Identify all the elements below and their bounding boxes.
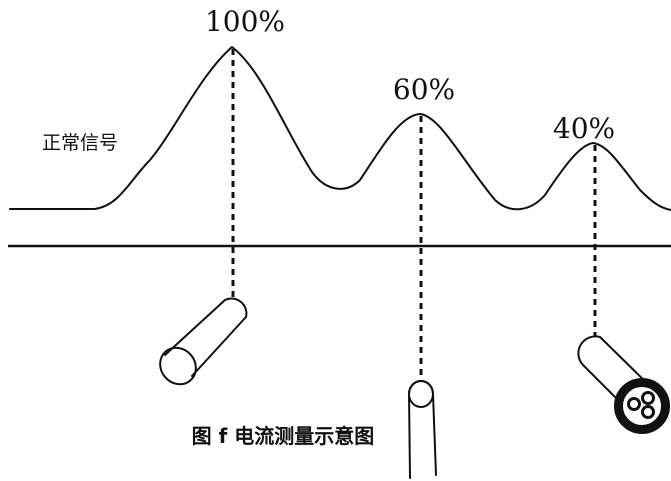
peak-label-40: 40% [553, 112, 615, 145]
peak-label-100: 100% [205, 5, 285, 38]
normal-signal-label: 正常信号 [42, 132, 118, 154]
cable-single-conductor-icon [159, 297, 248, 386]
cable-three-core-icon [577, 335, 670, 434]
figure-caption: 图 f 电流测量示意图 [192, 424, 375, 448]
cable-two-conductor-icon [408, 380, 437, 479]
signal-waveform [9, 46, 671, 211]
peak-label-60: 60% [393, 73, 455, 106]
